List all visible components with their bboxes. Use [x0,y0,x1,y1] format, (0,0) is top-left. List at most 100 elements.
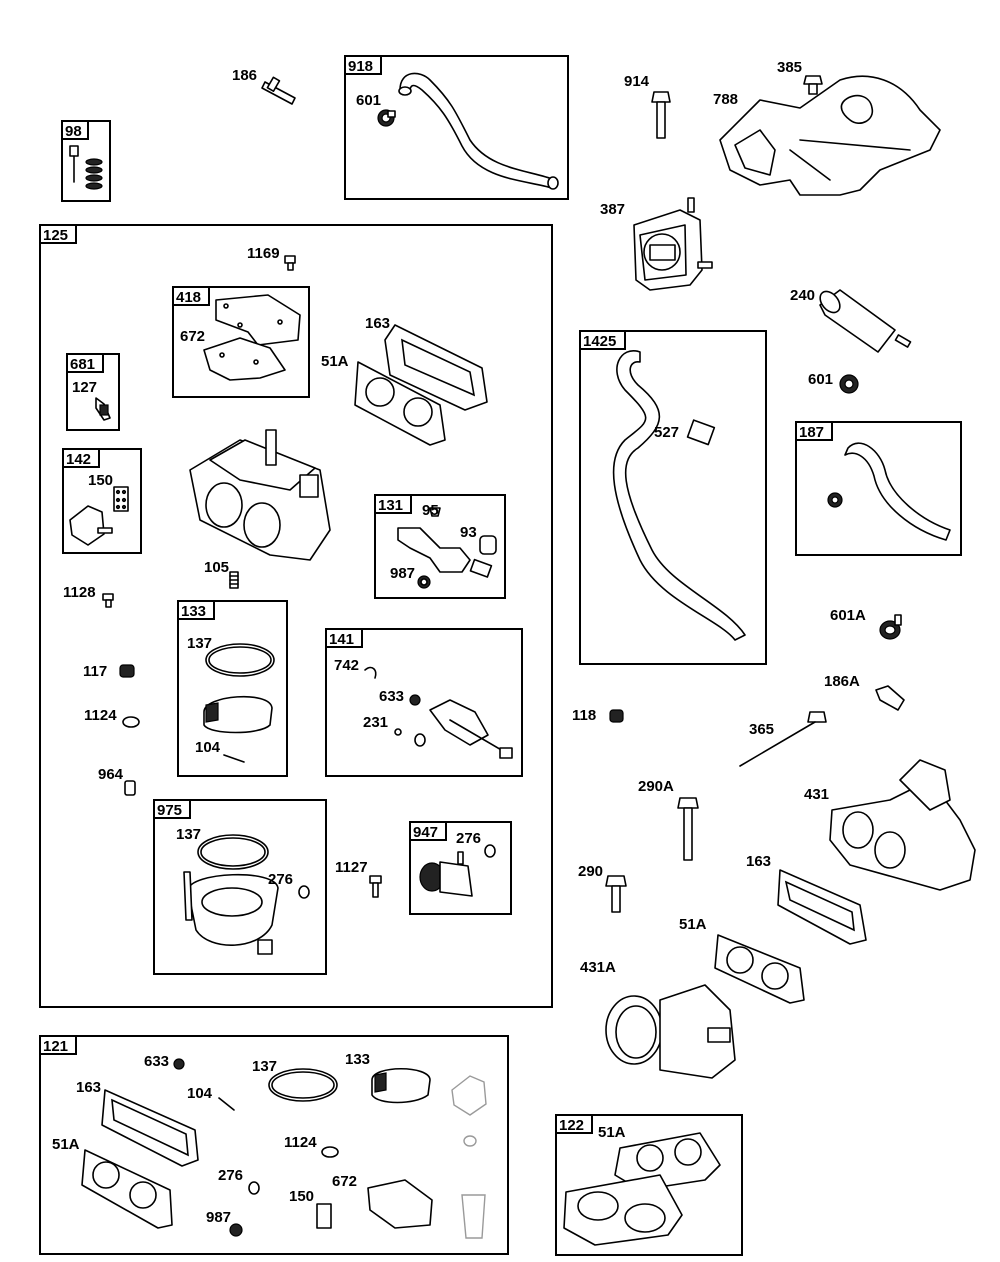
label-276-947: 276 [456,830,481,847]
label-1169: 1169 [247,245,280,262]
solenoid-142-part [69,486,129,546]
label-527: 527 [654,424,679,441]
box-98-tag: 98 [65,123,82,140]
label-127: 127 [72,379,97,396]
label-kit122-51a: 51A [598,1124,626,1141]
label-290a: 290A [638,778,674,795]
hose-187-part [827,442,951,541]
bolt-290a-part [677,797,699,861]
box-121: 121 [39,1035,509,1255]
label-431a: 431A [580,959,616,976]
label-150: 150 [88,472,113,489]
label-kit-133: 133 [345,1051,370,1068]
label-788: 788 [713,91,738,108]
box-918-tag: 918 [348,58,373,75]
label-163-right: 163 [746,853,771,870]
hose-1425-part [612,350,746,641]
oring-1124-part [122,716,140,728]
needle-127-part [95,397,111,421]
label-kit-51a: 51A [52,1136,80,1153]
label-987: 987 [390,565,415,582]
part-labels: 186 601 914 385 788 387 1169 672 163 51A… [52,59,866,1226]
screw-385-part [803,75,823,95]
box-133-tag: 133 [181,603,206,620]
label-290: 290 [578,863,603,880]
label-231: 231 [363,714,388,731]
label-137: 137 [187,635,212,652]
fuel-hose-918-part [377,72,559,190]
label-137-975: 137 [176,826,201,843]
carburetor-part [189,429,331,561]
fuel-filter-240-part [819,289,912,353]
box-1425-tag: 1425 [583,333,616,350]
label-186a: 186A [824,673,860,690]
clamp-601a-part [879,614,902,640]
label-1124: 1124 [84,707,117,724]
box-142-tag: 142 [66,451,91,468]
gasket-163b-part [777,869,867,945]
box-975: 975 [153,799,327,975]
gasket-418-part [203,294,301,381]
label-633: 633 [379,688,404,705]
bracket-788-part [719,75,941,196]
box-141-tag: 141 [329,631,354,648]
bolt-914-part [651,91,671,139]
label-672: 672 [180,328,205,345]
box-131: 131 [374,494,506,599]
box-975-tag: 975 [157,802,182,819]
box-1425: 1425 [579,330,767,665]
screw-1169-part [284,255,296,271]
screw-1127-part [369,875,382,898]
label-93: 93 [460,524,477,541]
manifold-431-part [829,759,976,891]
box-141: 141 [325,628,523,777]
label-387: 387 [600,201,625,218]
label-1128: 1128 [63,584,96,601]
throttle-shaft-141-part [364,666,513,759]
box-125-tag: 125 [43,227,68,244]
plug-117-part [119,664,135,678]
label-51a-right: 51A [679,916,707,933]
bolt-365-part [739,711,827,767]
clamp-601-part [839,374,859,394]
label-kit-672: 672 [332,1173,357,1190]
screw-1128-part [102,593,114,608]
label-95: 95 [422,502,439,519]
box-681: 681 [66,353,120,431]
label-186: 186 [232,67,257,84]
box-681-tag: 681 [70,356,95,373]
label-105: 105 [204,559,229,576]
kit-122-parts [563,1132,721,1246]
label-601-right: 601 [808,371,833,388]
float-131-part [397,507,497,589]
gasket-51a-b-part [714,934,805,1004]
label-kit-276: 276 [218,1167,243,1184]
label-1127: 1127 [335,859,368,876]
label-118: 118 [572,707,596,724]
gasket-51a-part [354,361,446,446]
label-914: 914 [624,73,650,90]
solenoid-947-part [419,844,496,897]
label-kit-137: 137 [252,1058,277,1075]
box-121-tag: 121 [43,1038,68,1055]
plug-118-part [609,709,624,723]
label-601: 601 [356,92,381,109]
box-947: 947 [409,821,512,915]
label-kit-633: 633 [144,1053,169,1070]
throttle-body-431a-part [605,984,736,1079]
box-418: 418 [172,286,310,398]
box-125: 125 [39,224,553,1008]
box-122-tag: 122 [559,1117,584,1134]
label-601a: 601A [830,607,866,624]
label-964: 964 [98,766,124,783]
screw-105-part [229,571,239,589]
box-133: 133 [177,600,288,777]
label-117: 117 [83,663,107,680]
label-385: 385 [777,59,802,76]
label-276-975: 276 [268,871,293,888]
box-418-tag: 418 [176,289,201,306]
fitting-186a-part [875,685,905,711]
box-98: 98 [61,120,111,202]
label-kit-1124: 1124 [284,1134,317,1151]
